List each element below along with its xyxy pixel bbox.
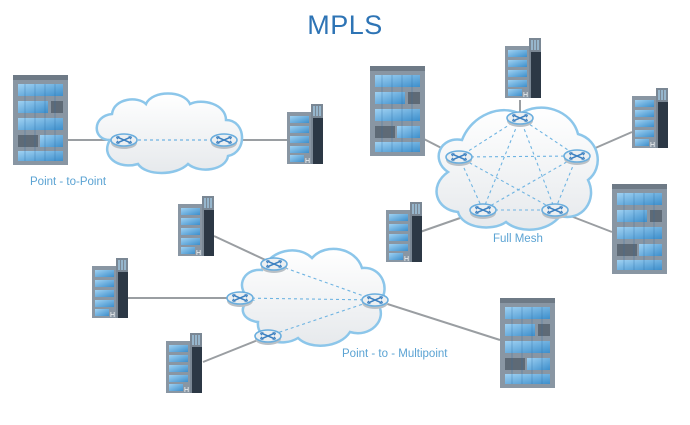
router-icon	[260, 257, 288, 274]
office-building-icon	[12, 74, 69, 166]
tower-building-icon	[177, 195, 215, 258]
router-icon	[563, 149, 591, 166]
router-icon	[506, 111, 534, 128]
multipoint-dashed-paths	[239, 263, 376, 337]
full-mesh-label: Full Mesh	[493, 233, 543, 245]
point-to-multipoint-network	[91, 195, 556, 395]
router-icon	[541, 203, 569, 220]
point-to-point-label: Point - to-Point	[30, 176, 107, 188]
tower-building-icon	[504, 37, 542, 100]
router-icon	[469, 203, 497, 220]
page-title: MPLS	[307, 10, 383, 40]
cloud-icon	[435, 106, 599, 231]
tower-building-icon	[91, 257, 129, 320]
solid-link	[374, 299, 501, 341]
tower-building-icon	[286, 103, 324, 166]
router-icon	[254, 329, 282, 346]
tower-building-icon	[385, 201, 423, 264]
full-mesh-network	[369, 37, 669, 275]
cloud-icon	[95, 92, 244, 175]
office-building-icon	[369, 65, 426, 157]
office-building-icon	[499, 297, 556, 389]
point-to-point-network	[12, 74, 324, 175]
tower-building-icon	[631, 87, 669, 150]
router-icon	[110, 133, 138, 150]
point-to-multipoint-label: Point - to - Multipoint	[342, 348, 448, 360]
router-icon	[445, 150, 473, 167]
router-icon	[361, 293, 389, 310]
router-icon	[226, 291, 254, 308]
office-building-icon	[611, 183, 668, 275]
router-icon	[210, 133, 238, 150]
tower-building-icon	[165, 332, 203, 395]
